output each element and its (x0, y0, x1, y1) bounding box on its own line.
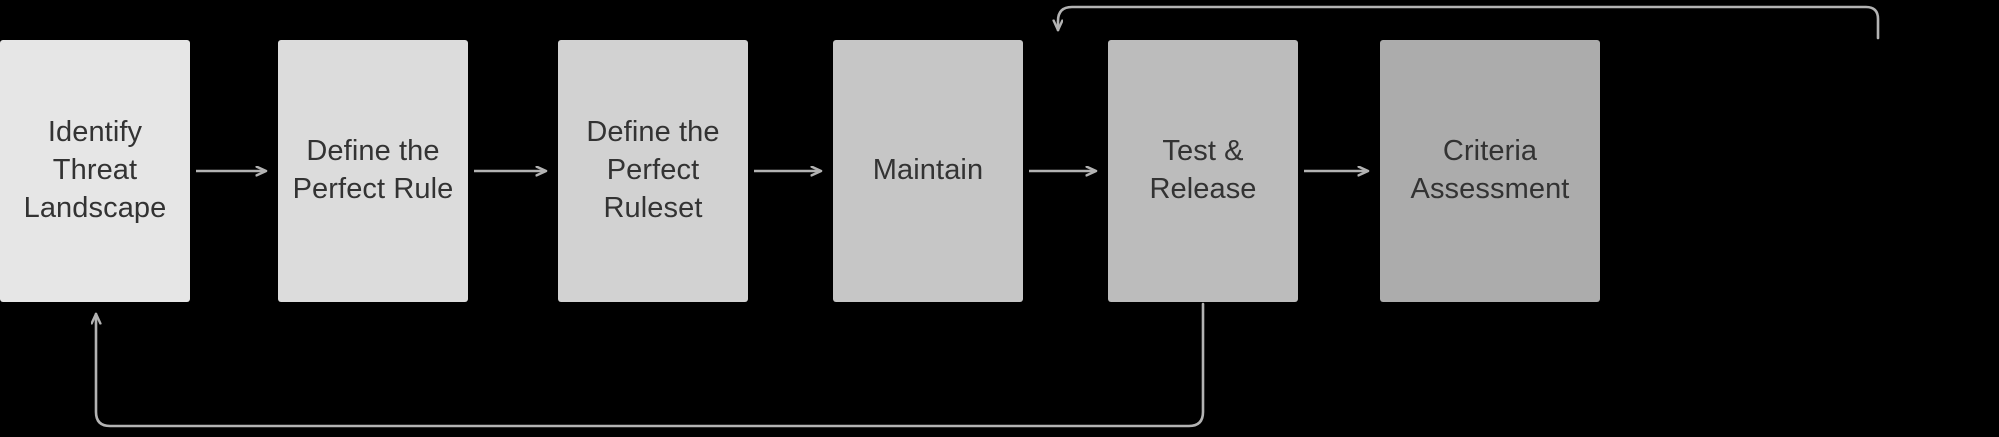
node-define-the-perfect-ruleset[interactable]: Define the Perfect Ruleset (558, 40, 748, 302)
node-label-maintain: Maintain (872, 154, 984, 187)
edge-criteria-assessment-to-maintain-feedback (1058, 5, 1880, 40)
node-label-identify-threat-landscape: Identify Threat Landscape (23, 116, 167, 224)
edge-test-release-to-identify-feedback (96, 302, 1205, 428)
node-label-criteria-assessment: Criteria Assessment (1410, 135, 1570, 205)
node-define-the-perfect-rule[interactable]: Define the Perfect Rule (278, 40, 468, 302)
node-criteria-assessment[interactable]: Criteria Assessment (1380, 40, 1600, 302)
node-maintain[interactable]: Maintain (833, 40, 1023, 302)
node-identify-threat-landscape[interactable]: Identify Threat Landscape (0, 40, 190, 302)
node-test-and-release[interactable]: Test & Release (1108, 40, 1298, 302)
node-label-test-and-release: Test & Release (1149, 135, 1257, 205)
node-label-define-the-perfect-ruleset: Define the Perfect Ruleset (586, 116, 720, 224)
node-label-define-the-perfect-rule: Define the Perfect Rule (292, 135, 454, 205)
